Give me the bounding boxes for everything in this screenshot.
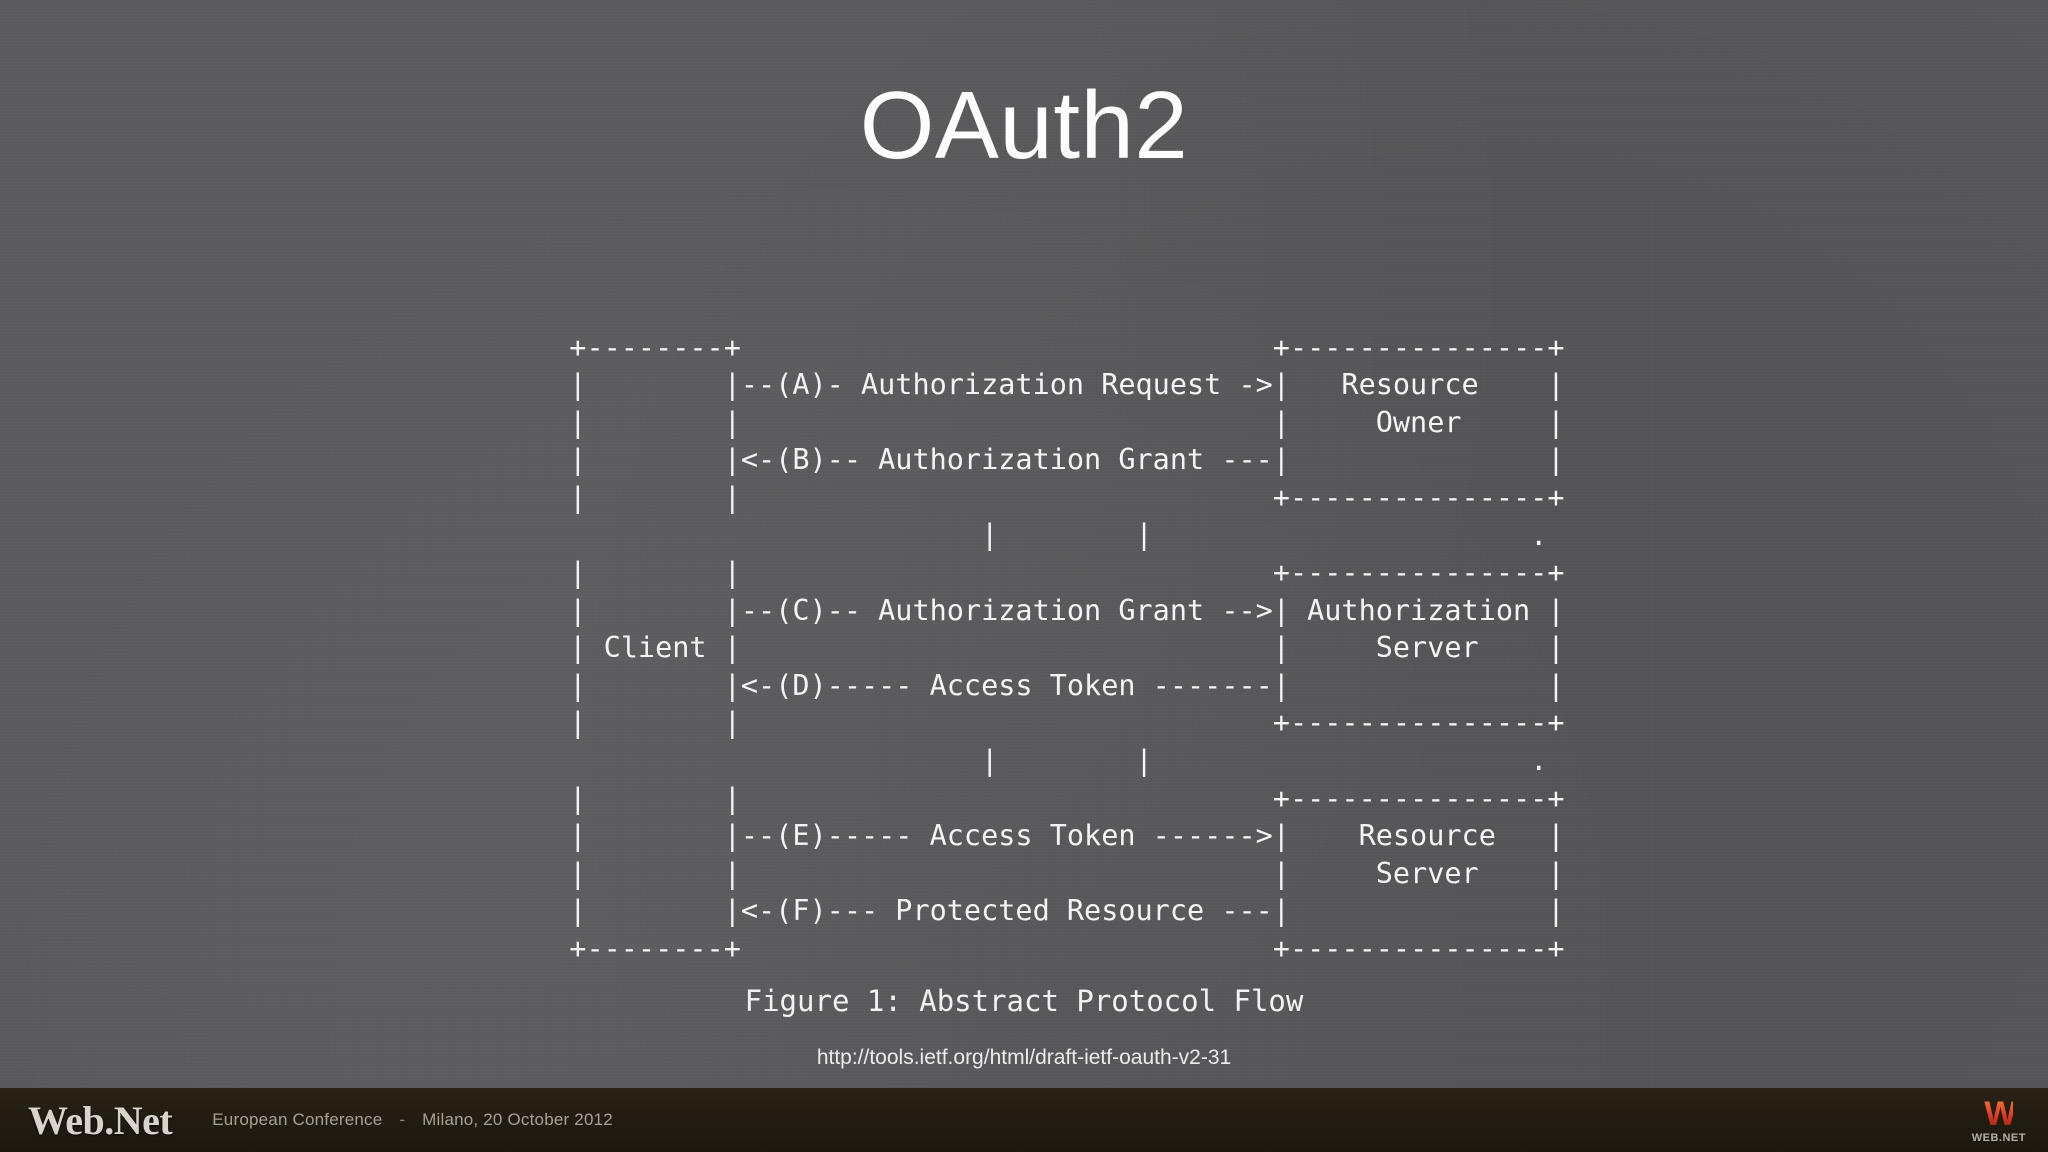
footer-conference-name: European Conference <box>212 1110 383 1129</box>
box-separator-dot-icon: . <box>1530 518 1548 552</box>
footer-location-date: Milano, 20 October 2012 <box>422 1110 613 1129</box>
figure-caption: Figure 1: Abstract Protocol Flow <box>744 984 1304 1018</box>
page-title: OAuth2 <box>859 72 1189 179</box>
webnet-brand-icon: W WEB.NET <box>1972 1097 2026 1144</box>
footer-separator: - <box>399 1110 406 1129</box>
webnet-wordmark: WEB.NET <box>1971 1131 2026 1144</box>
w-mark-icon: W <box>1984 1094 2016 1133</box>
source-url: http://tools.ietf.org/html/draft-ietf-oa… <box>816 1046 1232 1069</box>
footer-tagline: European Conference - Milano, 20 October… <box>212 1110 613 1130</box>
footer-bar: Web.Net European Conference - Milano, 20… <box>0 1088 2048 1152</box>
box-separator-dot-icon: . <box>1530 744 1548 778</box>
oauth-protocol-flow-diagram: +--------+ +---------------+ | |--(A)- A… <box>569 330 1565 966</box>
webnet-logo: Web.Net <box>28 1097 173 1143</box>
